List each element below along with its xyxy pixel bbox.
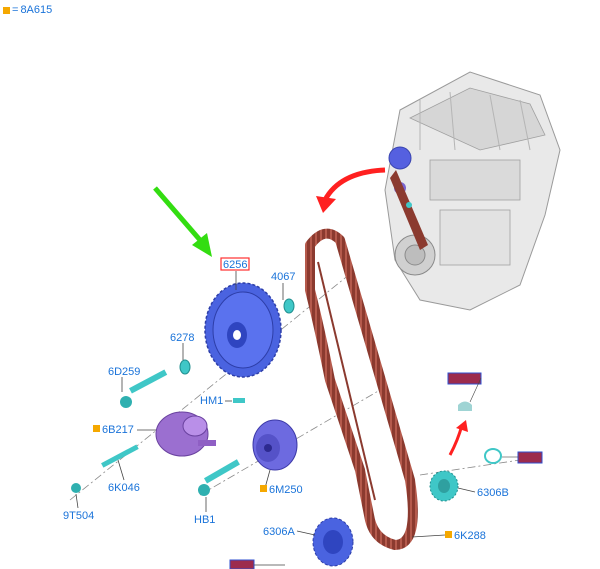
label-6306b[interactable]: 6306B	[477, 487, 509, 499]
pin-hm1	[233, 398, 245, 403]
label-4067[interactable]: 4067	[271, 271, 295, 283]
rod-6k046	[101, 444, 139, 468]
label-hm1[interactable]: HM1	[200, 395, 223, 407]
orange-markers	[93, 425, 452, 538]
camshaft-sprocket	[204, 282, 282, 378]
highlight-box-6256	[220, 257, 250, 271]
bolt-6d259	[120, 369, 168, 408]
label-6256[interactable]: 6256	[223, 259, 247, 271]
legend-symbol: =	[12, 4, 19, 16]
label-6b217[interactable]: 6B217	[102, 424, 134, 436]
pointer-arrow-green	[153, 186, 212, 257]
idler-pulley	[252, 419, 298, 471]
label-6k288[interactable]: 6K288	[454, 530, 486, 542]
label-6278[interactable]: 6278	[170, 332, 194, 344]
label-6d259[interactable]: 6D259	[108, 366, 140, 378]
sprocket-6306b	[429, 470, 459, 502]
o-ring	[484, 448, 502, 464]
legend-marker	[3, 6, 10, 14]
label-6k046[interactable]: 6K046	[108, 482, 140, 494]
label-hb1[interactable]: HB1	[194, 514, 215, 526]
legend: = 8A615	[3, 4, 52, 16]
highlight-callouts	[229, 372, 543, 569]
centre-lines	[69, 269, 521, 501]
pointer-arrow-red	[316, 167, 386, 213]
washer-4067	[283, 298, 295, 314]
pointer-arrow-small-red	[448, 420, 468, 456]
label-9t504[interactable]: 9T504	[63, 510, 94, 522]
timing-belt	[305, 228, 418, 550]
bolt-hb1	[198, 459, 240, 496]
engine-illustration	[384, 71, 561, 311]
tensioner	[155, 411, 216, 457]
bolt-9t504	[71, 483, 81, 493]
crank-sprocket	[312, 517, 354, 567]
label-6m250[interactable]: 6M250	[269, 484, 303, 496]
washer-6278	[179, 359, 191, 375]
label-6306a[interactable]: 6306A	[263, 526, 295, 538]
legend-part: 8A615	[20, 4, 53, 16]
cap	[458, 401, 472, 411]
